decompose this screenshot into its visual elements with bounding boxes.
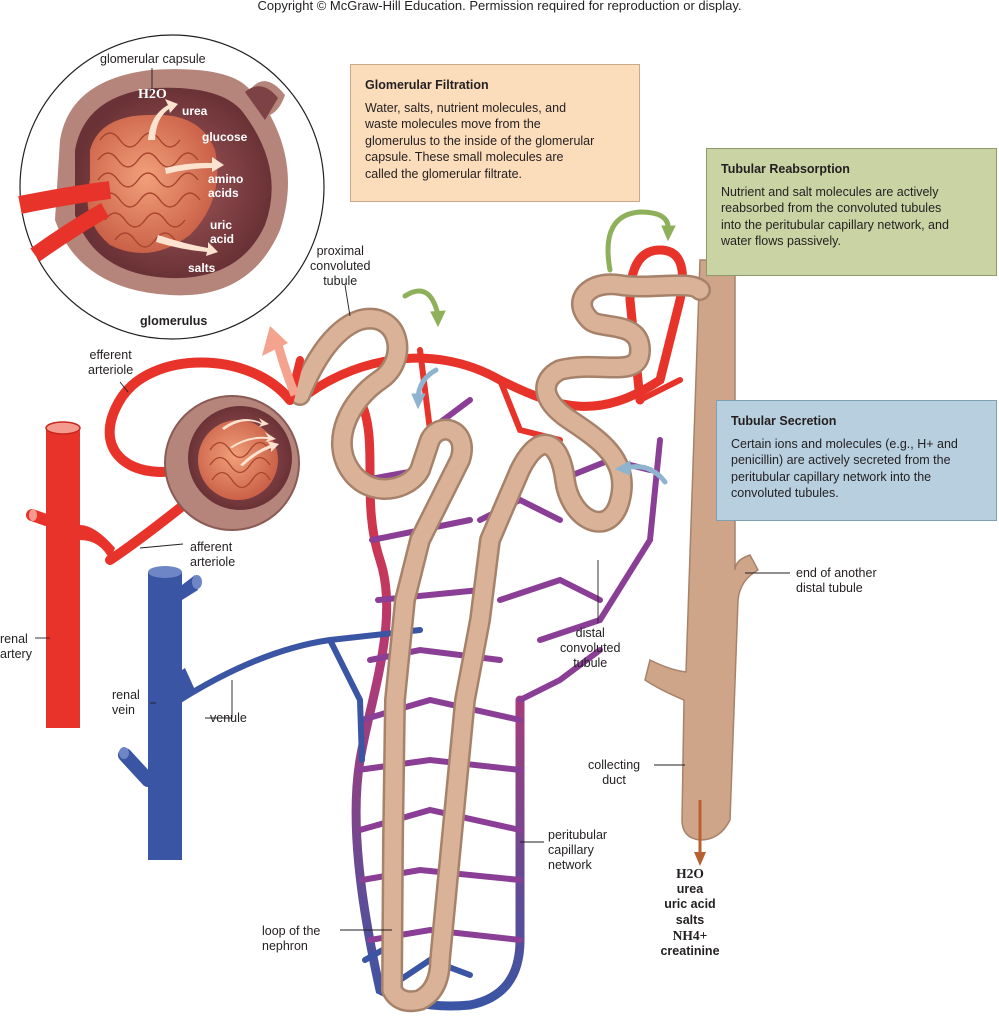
glomerulus-inset <box>18 34 325 340</box>
glomerular-filtration-box: Glomerular Filtration Water, salts, nutr… <box>350 64 640 202</box>
secretion-text: Certain ions and molecules (e.g., H+ and… <box>731 436 958 501</box>
glomerular-capsule-label: glomerular capsule <box>100 52 206 66</box>
collecting-duct <box>644 259 760 866</box>
copyright-notice: Copyright © McGraw-Hill Education. Permi… <box>257 0 742 13</box>
glomerulus-small <box>164 326 304 531</box>
molecule-urea: urea <box>182 104 208 118</box>
urine-output-list: H2O urea uric acid salts NH4+ creatinine <box>660 866 720 958</box>
molecule-glucose: glucose <box>202 130 248 144</box>
secretion-title: Tubular Secretion <box>731 414 837 428</box>
reabsorption-title: Tubular Reabsorption <box>721 162 850 176</box>
nephron-tubule <box>289 273 711 1013</box>
glomerulus-label: glomerulus <box>140 314 208 328</box>
transport-arrows <box>402 209 676 485</box>
filtration-title: Glomerular Filtration <box>365 78 489 92</box>
filtration-text: Water, salts, nutrient molecules, and wa… <box>365 100 595 181</box>
renal-artery <box>26 421 115 728</box>
reabsorption-text: Nutrient and salt molecules are actively… <box>721 184 949 249</box>
peritubular-capillary-network <box>177 395 663 1011</box>
tubular-secretion-box: Tubular Secretion Certain ions and molec… <box>716 400 997 521</box>
leader-lines <box>35 68 790 931</box>
renal-vein <box>118 566 202 860</box>
venule-label: venule <box>210 711 247 725</box>
molecule-h2o: H2O <box>138 87 167 102</box>
tubular-reabsorption-box: Tubular Reabsorption Nutrient and salt m… <box>706 148 997 276</box>
molecule-salts: salts <box>188 261 216 275</box>
